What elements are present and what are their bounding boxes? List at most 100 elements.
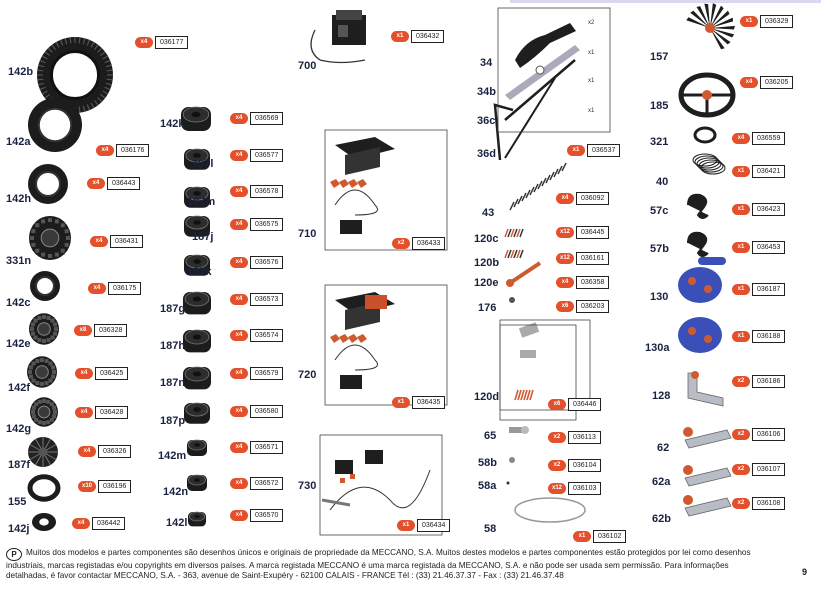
part-number: 43: [482, 207, 495, 219]
reference-code: 036576: [250, 256, 284, 269]
small-tyre-icon: [32, 513, 56, 531]
reference-code: 036434: [417, 519, 451, 532]
part-number: 142e: [6, 338, 31, 350]
part-number: 142g: [6, 423, 32, 435]
quantity-badge: x4: [230, 368, 248, 379]
lever-icon: [506, 261, 542, 287]
quantity-badge: x4: [230, 186, 248, 197]
motor-kit-icon: [324, 284, 448, 406]
part-number: 710: [298, 228, 317, 240]
quantity-badge: x4: [75, 368, 93, 379]
reference-code: 036569: [250, 112, 284, 125]
quantity-badge: x4: [88, 283, 106, 294]
part-number: 142k: [160, 118, 185, 130]
quantity-badge: x1: [392, 397, 410, 408]
knobbly-tyre-icon: [30, 397, 58, 427]
part-number: 120e: [474, 277, 499, 289]
reference-code: 036432: [411, 30, 445, 43]
crank-arm-icon: [683, 465, 732, 487]
reference-code: 036329: [760, 15, 794, 28]
quantity-badge: x4: [740, 77, 758, 88]
spring-icon: [499, 319, 591, 411]
quantity-mark: x1: [588, 78, 595, 84]
motor-kit-icon: [324, 129, 448, 251]
hook-icon: [687, 193, 709, 219]
part-number: 730: [298, 480, 317, 492]
quantity-badge: x2: [392, 238, 410, 249]
reference-code: 036425: [95, 367, 129, 380]
spanner-icon: [505, 45, 580, 100]
screwdriver-icon: [504, 59, 576, 121]
wide-tyre-icon: [184, 148, 210, 170]
quantity-badge: x2: [548, 460, 566, 471]
part-number: 36d: [477, 148, 496, 160]
screw-icon: [509, 297, 515, 303]
reference-code: 036570: [250, 509, 284, 522]
part-number: 58: [484, 523, 497, 535]
footer-line-2: industriais, marcas registadas e/ou copy…: [6, 561, 729, 570]
quantity-badge: x1: [573, 531, 591, 542]
fan-icon: [686, 3, 735, 50]
part-number: 57b: [650, 243, 669, 255]
reference-code: 036108: [752, 497, 786, 510]
quantity-badge: x1: [391, 31, 409, 42]
reference-code: 036176: [116, 144, 150, 157]
quantity-badge: x12: [556, 253, 574, 264]
part-number: 34: [480, 57, 493, 69]
part-number: 40: [656, 176, 669, 188]
hex-key-icon: [493, 77, 556, 161]
part-number: 187p: [160, 415, 186, 427]
part-number: 155: [8, 496, 27, 508]
gear-wheel-icon: [28, 437, 58, 467]
wide-tyre-icon: [184, 254, 210, 276]
part-number: 120b: [474, 257, 500, 269]
quantity-badge: x4: [230, 330, 248, 341]
part-number: 142f: [8, 382, 31, 394]
copyright-badge: P: [6, 548, 22, 561]
quantity-badge: x4: [230, 219, 248, 230]
steering-wheel-icon: [678, 72, 736, 118]
reference-code: 036579: [250, 367, 284, 380]
reference-code: 036428: [95, 406, 129, 419]
quantity-badge: x12: [548, 483, 566, 494]
reference-code: 036186: [752, 375, 786, 388]
quantity-badge: x2: [548, 432, 566, 443]
part-number: 58b: [478, 457, 497, 469]
assembly-frame: [499, 324, 577, 421]
small-spring-icon: [504, 228, 524, 238]
quantity-badge: x10: [78, 481, 96, 492]
part-number: 120d: [474, 391, 500, 403]
quantity-badge: x4: [230, 294, 248, 305]
reference-code: 036326: [98, 445, 132, 458]
reference-code: 036537: [587, 144, 621, 157]
small-wide-tyre-icon: [187, 474, 207, 491]
reference-code: 036445: [576, 226, 610, 239]
page-number: 9: [802, 567, 808, 577]
wide-tyre-icon: [181, 106, 211, 131]
part-number: 321: [650, 136, 669, 148]
quantity-badge: x6: [548, 399, 566, 410]
tyre-icon: [28, 164, 68, 204]
motor-icon: [310, 10, 366, 64]
part-number: 142a: [6, 136, 31, 148]
quantity-mark: x2: [588, 20, 595, 26]
tyre-icon: [28, 98, 82, 152]
quantity-badge: x8: [74, 325, 92, 336]
reference-code: 036435: [412, 396, 446, 409]
part-number: 62b: [652, 513, 671, 525]
part-number: 142j: [8, 523, 30, 535]
quantity-badge: x4: [230, 257, 248, 268]
reference-code: 036572: [250, 477, 284, 490]
quantity-badge: x4: [96, 145, 114, 156]
reference-code: 036574: [250, 329, 284, 342]
footer-line-3: detalhadas, é favor contactar MECCANO, S…: [6, 571, 564, 580]
reference-code: 036433: [412, 237, 446, 250]
part-number: 120c: [474, 233, 499, 245]
part-number: 36c: [477, 115, 496, 127]
part-number: 331n: [6, 255, 32, 267]
large-tyre-icon: [37, 37, 113, 113]
wide-tyre-icon: [184, 215, 210, 237]
reference-code: 036102: [593, 530, 627, 543]
part-number: 130a: [645, 342, 670, 354]
